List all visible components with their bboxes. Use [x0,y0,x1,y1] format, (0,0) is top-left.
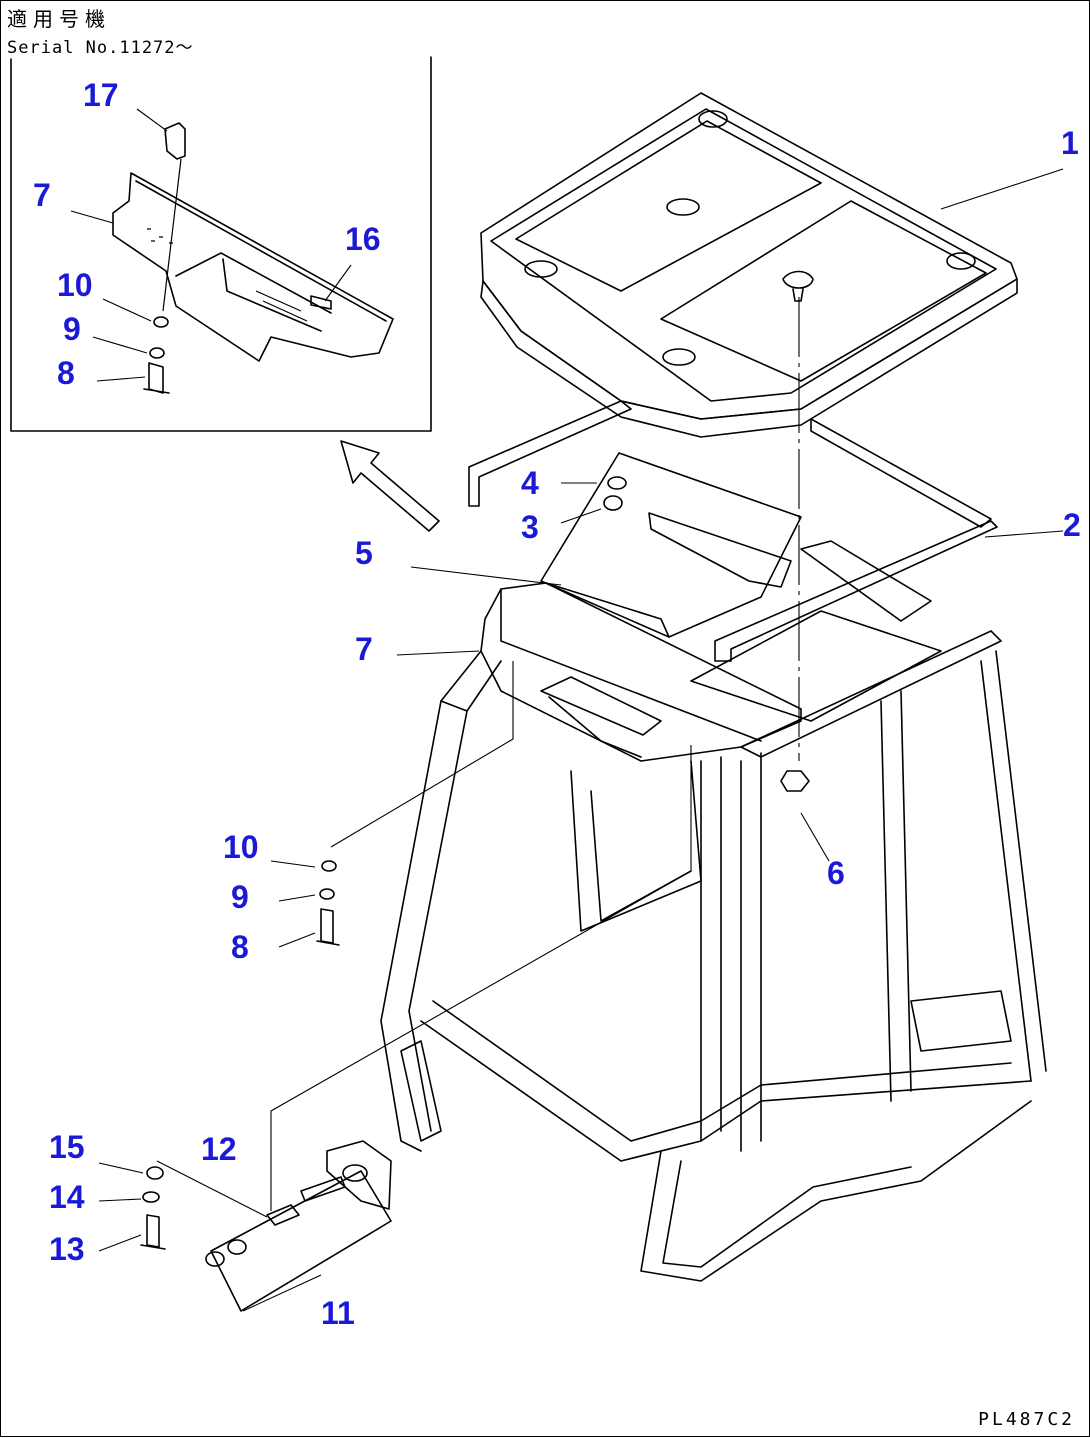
callout-7-inset: 7 [33,177,51,213]
roof-rails [468,400,998,662]
callout-1: 1 [1061,125,1079,161]
detail-inset-frame [10,56,432,432]
detail-arrow [340,440,440,532]
callout-17: 17 [83,77,119,113]
callout-11: 11 [321,1295,355,1331]
callout-6: 6 [827,855,845,891]
callout-10: 10 [223,829,259,865]
leader-lines [70,108,1064,1312]
callout-16: 16 [345,221,381,257]
callout-15: 15 [49,1129,85,1165]
callout-9-inset: 9 [63,311,81,347]
inset-clip-16 [310,295,332,310]
callout-2: 2 [1063,507,1081,543]
inset-washer-10 [153,316,169,328]
callout-9: 9 [231,879,249,915]
callout-8-inset: 8 [57,355,75,391]
callout-8: 8 [231,929,249,965]
callout-3: 3 [521,509,539,545]
inset-part-17 [164,122,186,160]
callout-7: 7 [355,631,373,667]
callout-10-inset: 10 [57,267,93,303]
fasteners [316,476,810,946]
callout-4: 4 [521,465,539,501]
cab-frame [380,582,1047,1282]
drawing-code: PL487C2 [978,1409,1075,1430]
callout-12: 12 [201,1131,237,1167]
applicability-label: 適用号機 [7,7,111,31]
serial-range-label: Serial No.11272～ [7,38,194,58]
callout-13: 13 [49,1231,85,1267]
handle-assembly [140,1140,392,1312]
roof-panel [480,92,1018,438]
inset-bolt-8 [143,362,170,394]
headliner [540,452,942,722]
callout-14: 14 [49,1179,85,1215]
inset-washer-9 [149,347,165,359]
inset-bracket [112,122,394,394]
callout-5: 5 [355,535,373,571]
